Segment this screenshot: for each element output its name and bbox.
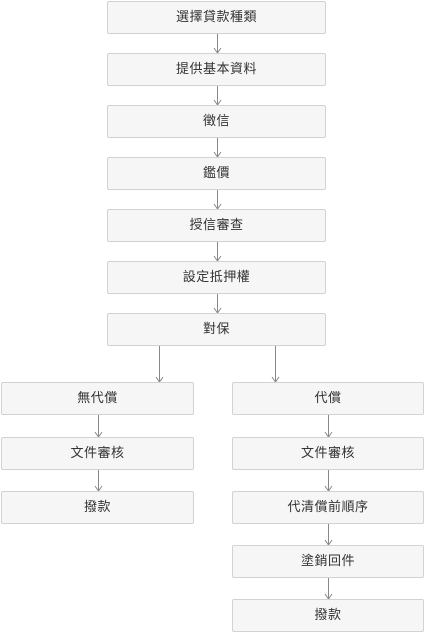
step-provide-basic-info: 提供基本資料 xyxy=(107,53,326,86)
step-payoff-priority: 代清償前順序 xyxy=(232,491,424,524)
step-select-loan-type: 選擇貸款種類 xyxy=(107,1,326,34)
step-credit-check: 徵信 xyxy=(107,105,326,138)
step-mortgage-setup: 設定抵押權 xyxy=(107,261,326,294)
step-cancel-return: 塗銷回件 xyxy=(232,545,424,578)
step-disbursement-right: 撥款 xyxy=(232,599,424,632)
step-no-payoff: 無代償 xyxy=(1,382,194,415)
step-document-review-left: 文件審核 xyxy=(1,437,194,470)
step-credit-review: 授信審查 xyxy=(107,209,326,242)
step-disbursement-left: 撥款 xyxy=(1,491,194,524)
step-appraisal: 鑑價 xyxy=(107,157,326,190)
step-document-review-right: 文件審核 xyxy=(232,437,424,470)
step-insurance: 對保 xyxy=(107,313,326,346)
step-payoff: 代償 xyxy=(232,382,424,415)
